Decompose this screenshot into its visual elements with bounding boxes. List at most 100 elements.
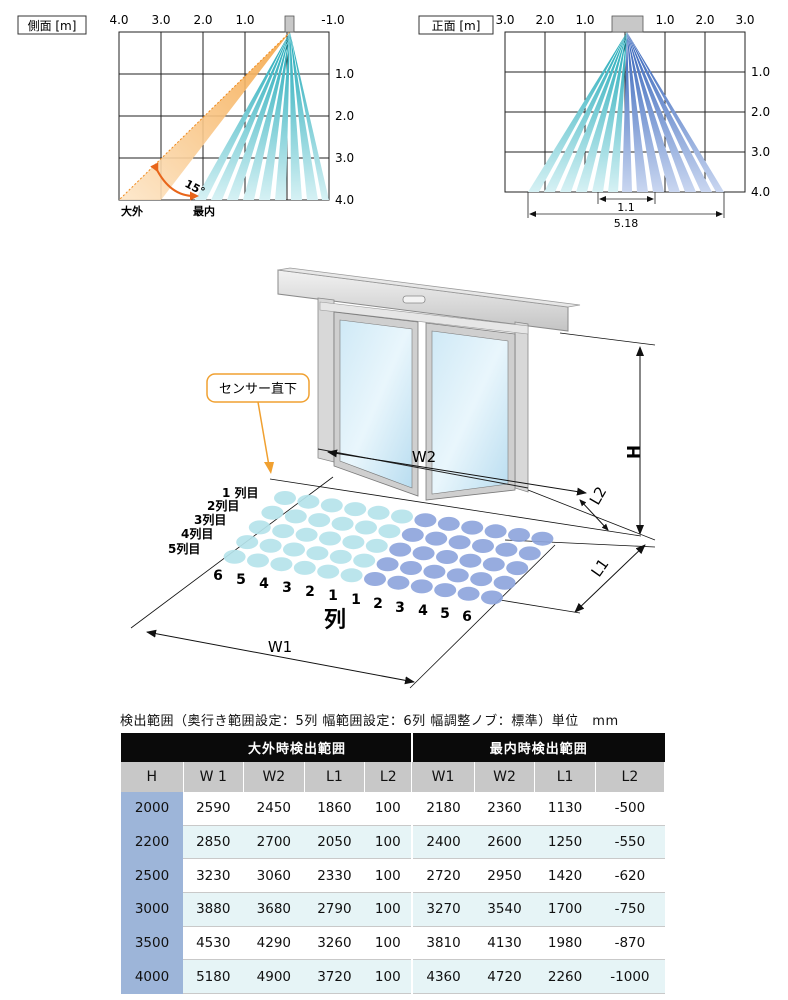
detection-spot [367,505,390,520]
angle-arrow-icon [150,162,199,201]
side-top-tick: 2.0 [193,13,212,27]
detection-spot [270,557,293,572]
col-header: L2 [364,762,413,792]
column-number: 6 [213,568,223,584]
detection-spot [259,538,282,553]
detection-spot [391,509,413,524]
value-cell: -870 [595,926,665,961]
side-right-ticks: 1.0 2.0 3.0 4.0 [335,67,354,207]
value-cell: 3810 [410,926,475,961]
dim-l1-label: L1 [588,555,613,580]
value-cell: 100 [364,892,412,927]
value-cell: 1700 [534,892,596,927]
front-right-ticks: 1.0 2.0 3.0 4.0 [751,65,770,199]
detection-spot [508,528,530,542]
front-dim-outer-label: 5.18 [614,217,639,230]
detection-dots [223,491,554,605]
detection-spot [340,568,363,583]
value-cell: -550 [595,825,665,860]
detection-spot [236,535,259,550]
column-number: 3 [282,580,292,596]
detection-spot [306,546,329,561]
dim-w1-label: W1 [268,638,292,656]
detection-spot [472,539,494,553]
col-header: W2 [243,762,305,792]
detection-spot [283,542,305,557]
column-number: 3 [395,600,405,616]
detection-spot [482,557,505,572]
detection-spot [317,564,340,579]
side-right-tick: 4.0 [335,193,354,207]
front-top-tick: 2.0 [535,13,554,27]
column-number: 5 [440,606,450,622]
front-top-tick: 1.0 [655,13,674,27]
detection-spot [425,531,448,546]
height-cell: 2200 [121,825,183,860]
group-blank [121,733,183,762]
callout-label: センサー直下 [219,382,297,397]
value-cell: 3540 [474,892,535,927]
value-cell: 1250 [534,825,596,860]
front-right-tick: 4.0 [751,185,770,199]
front-right-tick: 3.0 [751,145,770,159]
front-right-tick: 2.0 [751,105,770,119]
detection-spot [531,531,554,546]
dim-h-label: H [622,445,642,459]
detection-spot [423,564,446,579]
value-cell: 4530 [183,926,244,961]
detection-spot [506,561,529,576]
detection-spot [461,520,484,535]
detection-spot [342,535,365,550]
table-column-header: H W 1 W2 L1 L2 W1 W2 L1 L2 [121,762,666,792]
table-caption: 検出範囲（奥行き範囲設定：5列 幅範囲設定：6列 幅調整ノブ：標準）単位 mm [120,714,619,729]
value-cell: 2050 [304,825,365,860]
detection-spot [412,546,435,561]
col-header: W2 [474,762,536,792]
value-cell: -1000 [595,959,665,995]
value-cell: 100 [364,858,412,894]
detection-spot [481,590,503,605]
side-view-label: 側面 [m] [28,19,77,33]
front-view-label-box [418,15,494,35]
value-cell: 3720 [304,959,365,995]
door-transom [319,301,529,335]
detection-spot [389,542,412,557]
col-header: L2 [595,762,666,792]
column-number: 4 [259,576,269,592]
height-cell: 4000 [121,959,183,995]
detection-spot [518,546,541,561]
detection-spot [293,560,316,575]
dim-l2-label: L2 [586,483,611,508]
value-cell: -750 [595,892,665,927]
value-cell: 1980 [534,926,596,961]
side-top-tick: 1.0 [235,13,254,27]
value-cell: 4130 [474,926,535,961]
column-number: 6 [462,609,472,625]
group-outer: 大外時検出範囲 [183,733,412,762]
door-sensor-icon [402,295,426,304]
side-top-tick: 3.0 [151,13,170,27]
front-right-tick: 1.0 [751,65,770,79]
door-frame-left [317,297,335,463]
front-top-tick: 3.0 [735,13,754,27]
column-number: 1 [351,592,361,608]
detection-spot [261,505,284,520]
value-cell: 2450 [243,792,305,826]
column-number: 1 [328,588,338,604]
column-number: 4 [418,603,428,619]
value-cell: 2700 [243,825,305,860]
side-top-tick: -1.0 [321,13,344,27]
side-top-tick: 4.0 [109,13,128,27]
column-numbers: 6 5 4 3 2 1 1 2 3 4 5 6 [213,568,472,625]
perspective-view: H W2 L2 L1 W1 センサー直下 1 列目 2列目 3列目 4列目 [130,267,656,689]
front-view: 正面 [m] [418,13,770,230]
group-inner: 最内時検出範囲 [410,733,665,762]
row-label: 5列目 [168,541,200,556]
side-view: 側面 [m] 15° 大外 [17,13,354,218]
value-cell: 100 [364,825,412,860]
table-group-header: 大外時検出範囲 最内時検出範囲 [121,733,665,762]
front-top-tick: 2.0 [695,13,714,27]
